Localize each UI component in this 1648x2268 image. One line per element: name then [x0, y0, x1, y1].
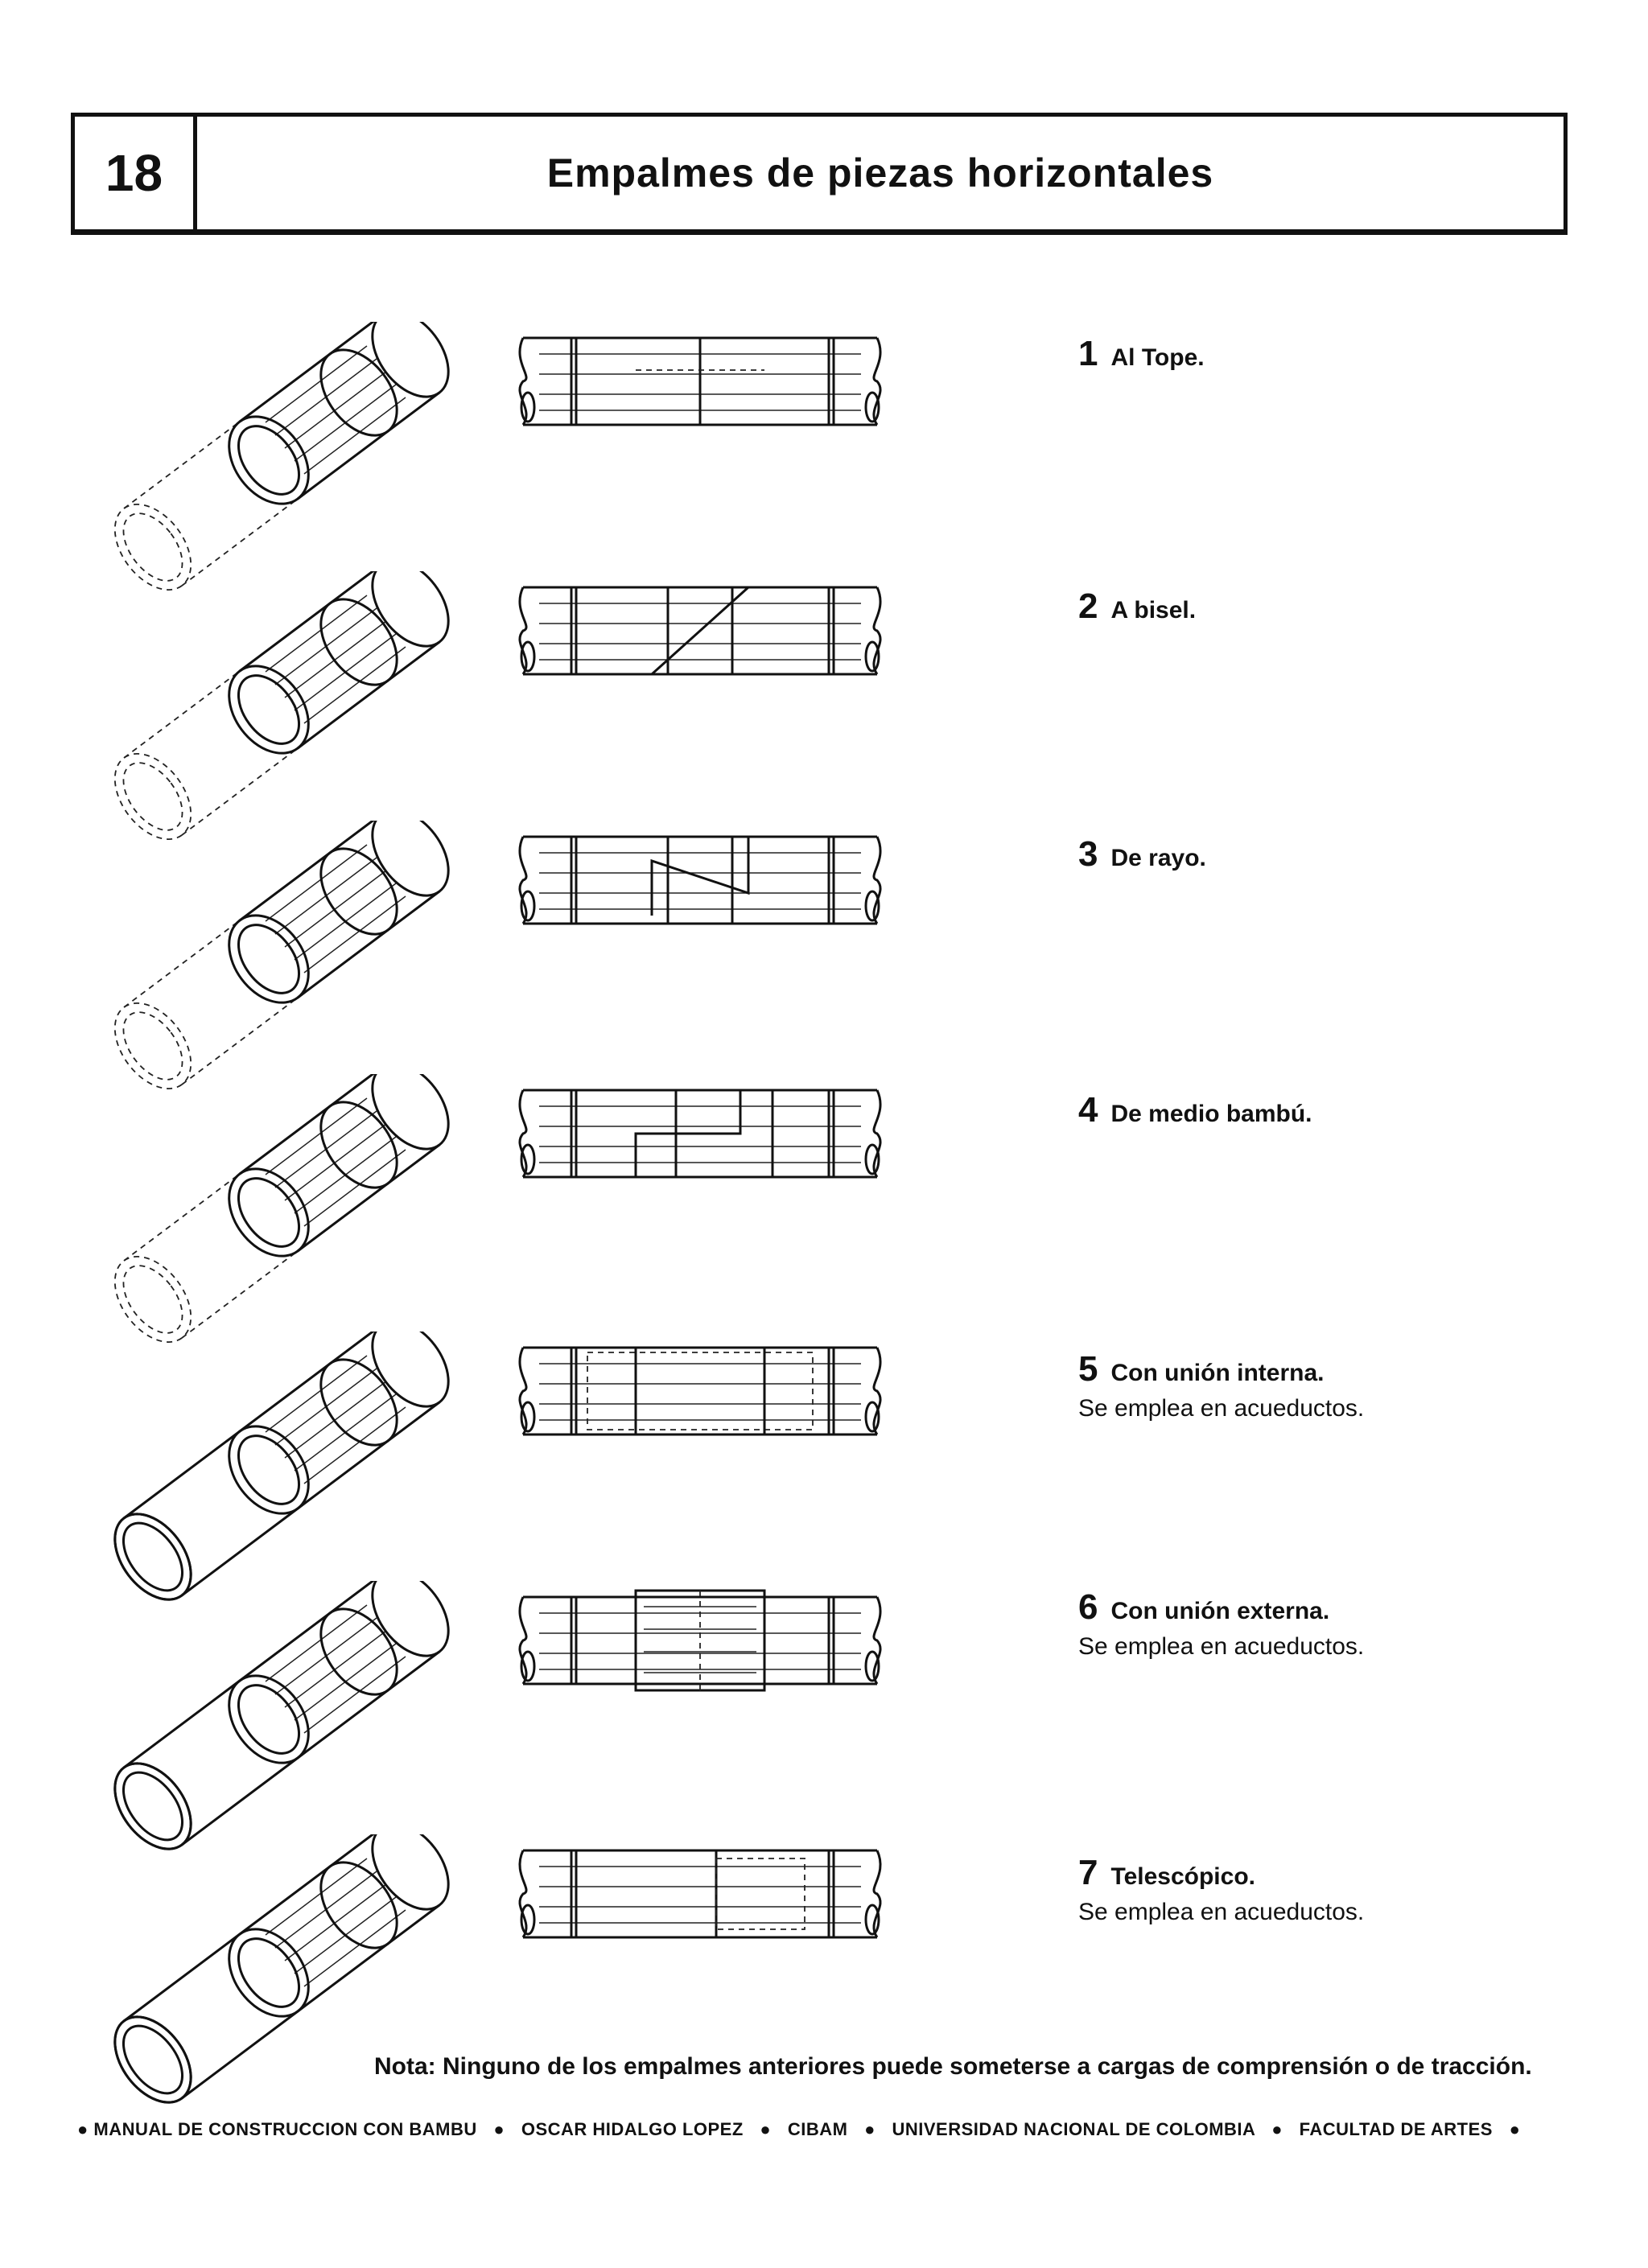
footer: ● MANUAL DE CONSTRUCCION CON BAMBU ● OSC… — [77, 2119, 1531, 2140]
footer-item: UNIVERSIDAD NACIONAL DE COLOMBIA — [892, 2119, 1255, 2139]
bullet-icon: ● — [760, 2119, 772, 2139]
isometric-joint-1 — [113, 322, 450, 591]
page-number: 18 — [75, 117, 197, 229]
bullet-icon: ● — [493, 2119, 505, 2139]
page-header: 18 Empalmes de piezas horizontales — [71, 113, 1568, 235]
bullet-icon: ● — [1509, 2119, 1521, 2139]
side-view-joint-7 — [518, 1849, 882, 1939]
page-title: Empalmes de piezas horizontales — [546, 150, 1214, 196]
side-view-joint-1 — [518, 336, 882, 426]
note-text: Nota: Ninguno de los empalmes anteriores… — [374, 2053, 1532, 2080]
isometric-joint-5 — [113, 1332, 450, 1601]
isometric-joint-7 — [113, 1834, 450, 2104]
bullet-icon: ● — [1271, 2119, 1283, 2139]
side-view-joint-4 — [518, 1089, 882, 1179]
footer-item: MANUAL DE CONSTRUCCION CON BAMBU — [93, 2119, 477, 2139]
side-view-joint-6 — [518, 1589, 882, 1692]
footer-item: OSCAR HIDALGO LOPEZ — [521, 2119, 744, 2139]
side-view-joint-3 — [518, 835, 882, 925]
bullet-icon: ● — [864, 2119, 876, 2139]
isometric-joint-6 — [113, 1581, 450, 1850]
footer-item: FACULTAD DE ARTES — [1299, 2119, 1493, 2139]
side-view-joint-5 — [518, 1346, 882, 1436]
bullet-icon: ● — [77, 2119, 89, 2139]
footer-item: CIBAM — [787, 2119, 848, 2139]
isometric-joint-4 — [113, 1074, 450, 1343]
side-view-joint-2 — [518, 586, 882, 676]
isometric-joint-2 — [113, 571, 450, 840]
isometric-joint-3 — [113, 821, 450, 1089]
